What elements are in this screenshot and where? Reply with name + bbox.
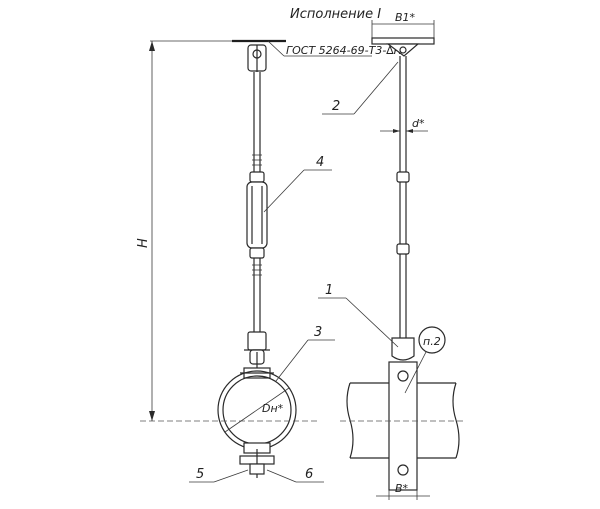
callout-2: 2 bbox=[332, 99, 340, 114]
lower-thread bbox=[252, 264, 262, 276]
drawing-title: Исполнение I bbox=[290, 7, 381, 22]
callout-3: 3 bbox=[314, 325, 322, 340]
strip-width-label: В* bbox=[395, 482, 409, 495]
lower-shackle bbox=[244, 331, 270, 372]
height-dimension-label: H bbox=[136, 238, 151, 248]
rod-end-lug bbox=[391, 337, 415, 361]
turnbuckle bbox=[246, 171, 268, 259]
upper-thread bbox=[252, 154, 262, 166]
left-view: ГОСТ 5264-69-Т3-∆К bbox=[136, 39, 403, 478]
pipe-break-right bbox=[452, 382, 460, 459]
note-ref-label: п.2 bbox=[423, 335, 441, 348]
pipe-diameter-line bbox=[224, 387, 290, 433]
weld-gusset bbox=[386, 43, 420, 57]
callout-5: 5 bbox=[196, 467, 204, 482]
plate-width-label: В1* bbox=[395, 11, 416, 24]
callout-1: 1 bbox=[325, 283, 333, 298]
callouts: 1 2 3 4 5 6 bbox=[189, 61, 399, 483]
pipe-break-left bbox=[346, 382, 354, 459]
clamp-strip bbox=[388, 361, 418, 491]
lower-bolt-hole bbox=[397, 464, 409, 476]
right-top-plate bbox=[371, 37, 435, 45]
clamp-lower-ears bbox=[239, 442, 275, 478]
pipe-diameter-label: Dн* bbox=[262, 402, 284, 415]
upper-bolt-hole bbox=[397, 370, 409, 382]
callout-4: 4 bbox=[316, 155, 324, 170]
right-turnbuckle bbox=[396, 171, 410, 255]
right-view: В1* d* bbox=[340, 11, 466, 500]
callout-6: 6 bbox=[305, 467, 313, 482]
standard-ref-label: ГОСТ 5264-69-Т3-∆К bbox=[286, 44, 403, 57]
rod-diameter-label: d* bbox=[412, 117, 425, 130]
note-ref-circle bbox=[418, 326, 446, 354]
